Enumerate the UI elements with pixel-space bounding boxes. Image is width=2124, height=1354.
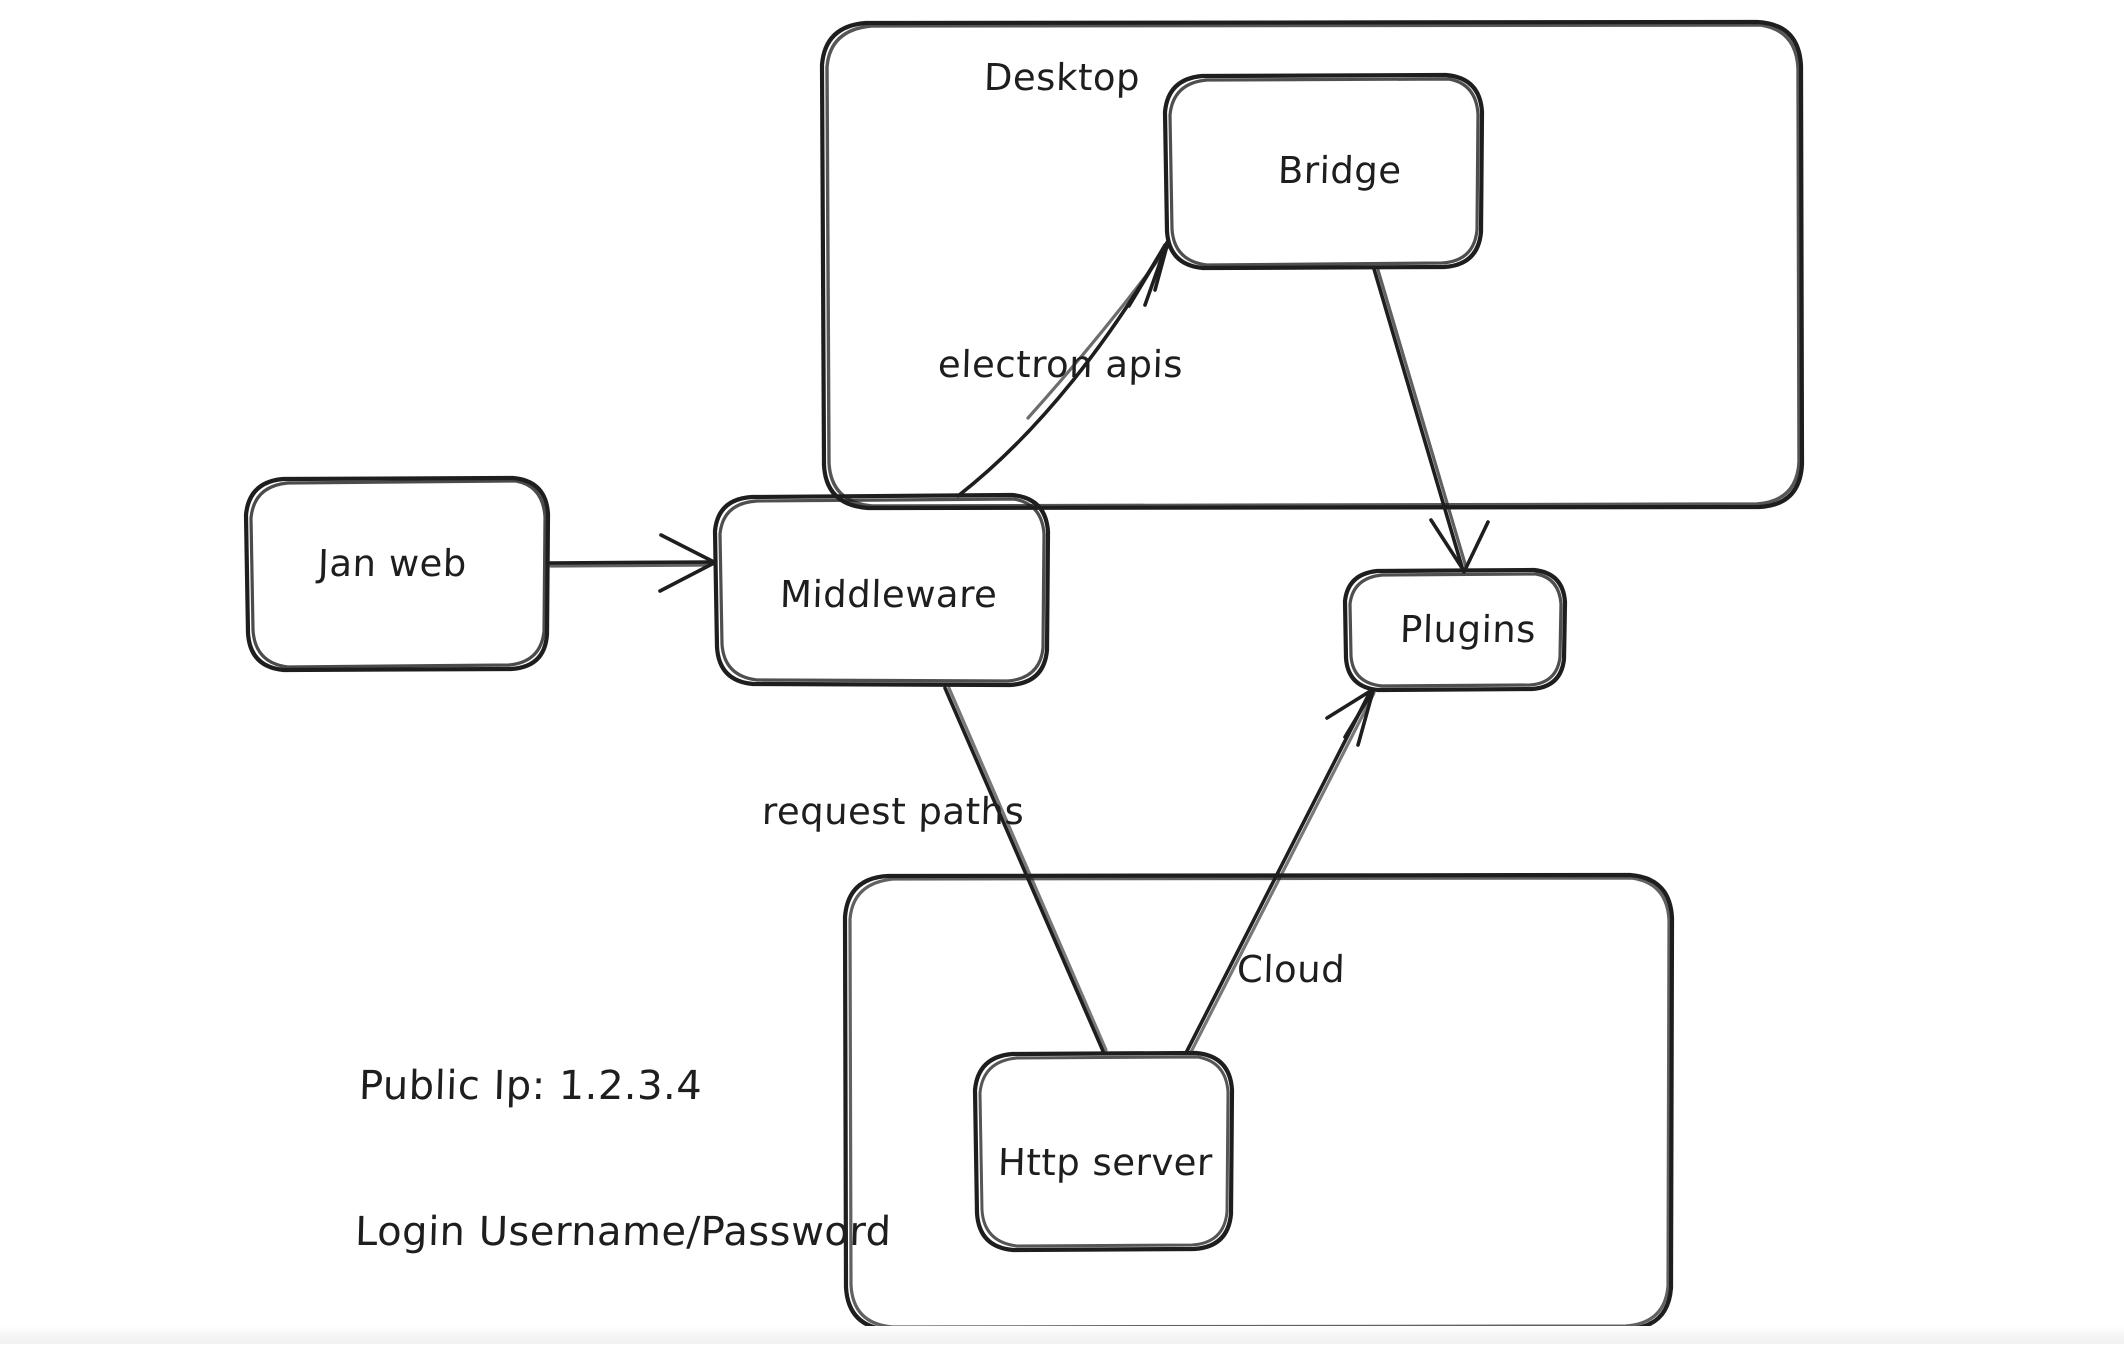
note-login: Login Username/Password <box>354 1208 893 1255</box>
group-label-desktop: Desktop <box>983 56 1141 99</box>
group-cloud[interactable] <box>842 872 1675 1333</box>
node-label-http-server: Http server <box>997 1141 1214 1184</box>
node-middleware[interactable] <box>712 492 1051 688</box>
bottom-edge-strip <box>0 1326 2124 1344</box>
node-bridge[interactable] <box>1162 72 1485 271</box>
edge-label-electron-apis: electron apis <box>937 343 1184 386</box>
node-http-server[interactable] <box>972 1050 1235 1253</box>
edge-label-cloud: Cloud <box>1236 948 1346 991</box>
node-jan-web[interactable] <box>243 475 551 673</box>
group-desktop[interactable] <box>819 19 1805 511</box>
edge-bridge-to-plugins[interactable] <box>1372 267 1490 574</box>
edge-http-server-to-middleware[interactable] <box>943 686 1108 1053</box>
edge-http-server-to-plugins[interactable] <box>1185 688 1376 1054</box>
edge-label-request-paths: request paths <box>761 790 1025 833</box>
node-label-jan-web: Jan web <box>317 542 468 585</box>
node-label-bridge: Bridge <box>1277 149 1403 192</box>
note-public-ip: Public Ip: 1.2.3.4 <box>358 1062 703 1109</box>
node-plugins[interactable] <box>1342 567 1568 693</box>
edge-jan-web-to-middleware[interactable] <box>547 533 716 593</box>
node-label-plugins: Plugins <box>1399 608 1537 651</box>
note-block: Public Ip: 1.2.3.4 Login Username/Passwo… <box>352 964 899 1354</box>
node-label-middleware: Middleware <box>779 573 998 616</box>
edge-middleware-to-bridge[interactable] <box>956 239 1170 498</box>
